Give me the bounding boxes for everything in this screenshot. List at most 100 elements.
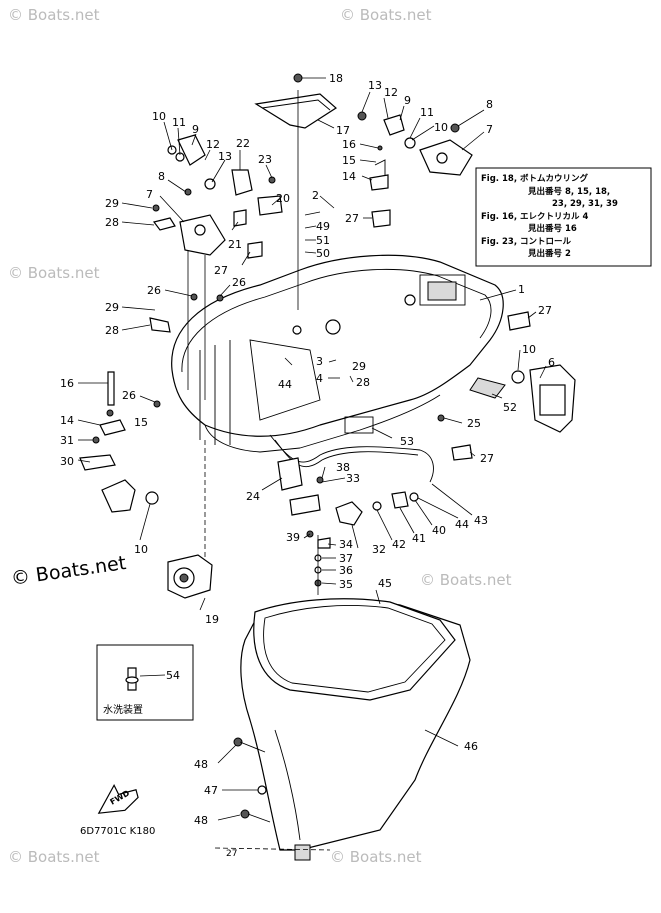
part-number: 47 [204, 784, 218, 797]
ref-line: 見出番号 8, 15, 18, [527, 186, 610, 197]
ref-line: Fig. 18, ボトムカウリング [481, 173, 589, 184]
part-number: 33 [346, 472, 360, 485]
part-number: 28 [356, 376, 370, 389]
part-number: 52 [503, 401, 517, 414]
watermark: © Boats.net [8, 264, 100, 282]
part-number: 11 [172, 116, 186, 129]
part-number: 17 [336, 124, 350, 137]
part-number: 32 [372, 543, 386, 556]
ref-line: 見出番号 16 [527, 223, 577, 234]
part-number: 14 [60, 414, 74, 427]
part-number: 48 [194, 758, 208, 771]
part-number: 53 [400, 435, 414, 448]
part-number: 7 [146, 188, 153, 201]
part-number: 8 [158, 170, 165, 183]
part-number: 21 [228, 238, 242, 251]
part-number: 22 [236, 137, 250, 150]
part-number: 2 [312, 189, 319, 202]
part-number: 14 [342, 170, 356, 183]
part-number: 44 [455, 518, 469, 531]
part-number: 39 [286, 531, 300, 544]
right-bracket-group [357, 111, 473, 228]
part-number: 45 [378, 577, 392, 590]
part-number: 10 [522, 343, 536, 356]
reference-box: Fig. 18, ボトムカウリング 見出番号 8, 15, 18, 23, 29… [475, 167, 652, 267]
part-number: 13 [368, 79, 382, 92]
ref-line: 見出番号 2 [527, 248, 571, 259]
part-number: 27 [538, 304, 552, 317]
part-number: 29 [105, 301, 119, 314]
left-side-parts [79, 293, 224, 513]
part-number: 26 [122, 389, 136, 402]
part-number: 7 [486, 123, 493, 136]
lower-screws [233, 737, 271, 823]
part-number: 9 [404, 94, 411, 107]
part-19 [167, 440, 213, 599]
part-number: 27 [480, 452, 494, 465]
part-number: 1 [518, 283, 525, 296]
part-number: 28 [105, 324, 119, 337]
part-number: 29 [352, 360, 366, 373]
ref-line: Fig. 23, コントロール [481, 237, 572, 247]
part-number: 23 [258, 153, 272, 166]
part-number: 25 [467, 417, 481, 430]
bracket-17 [254, 73, 337, 310]
part-number: 15 [134, 416, 148, 429]
part-number: 30 [60, 455, 74, 468]
part-number: 13 [218, 150, 232, 163]
leader-lines [77, 77, 547, 821]
bottom-cowling [171, 254, 504, 453]
part-number: 49 [316, 220, 330, 233]
part-number: 42 [392, 538, 406, 551]
part-number: 9 [192, 123, 199, 136]
right-side-parts [437, 311, 576, 461]
part-number: 24 [246, 490, 260, 503]
part-number-54: 54 [166, 669, 180, 682]
part-number: 35 [339, 578, 353, 591]
fwd-arrow: FWD [97, 783, 139, 814]
hose-assembly [269, 434, 434, 595]
part-number: 18 [329, 72, 343, 85]
part-number: 40 [432, 524, 446, 537]
part-number: 16 [60, 377, 74, 390]
watermark: © Boats.net [330, 848, 422, 866]
part-number: 15 [342, 154, 356, 167]
part-number: 12 [206, 138, 220, 151]
part-number: 43 [474, 514, 488, 527]
part-number: 12 [384, 86, 398, 99]
part-number: 11 [420, 106, 434, 119]
part-number: 26 [147, 284, 161, 297]
part-number: 10 [152, 110, 166, 123]
ref-line: Fig. 16, エレクトリカル 4 [481, 211, 588, 222]
part-number: 41 [412, 532, 426, 545]
part-number: 27 [214, 264, 228, 277]
watermark-large: © Boats.net [10, 552, 128, 590]
inset-box: 54 水洗装置 [96, 644, 194, 721]
part-number: 16 [342, 138, 356, 151]
left-bracket-group [152, 134, 283, 400]
inset-label: 水洗装置 [103, 703, 143, 716]
part-number: 19 [205, 613, 219, 626]
part-number: 3 [316, 355, 323, 368]
watermark: © Boats.net [420, 571, 512, 589]
part-number: 50 [316, 247, 330, 260]
part-number: 27 [345, 212, 359, 225]
part-number: 51 [316, 234, 330, 247]
part-number: 34 [339, 538, 353, 551]
part-labels: 18 17 10 11 9 12 13 22 23 20 21 8 7 29 2… [60, 72, 555, 859]
lower-cowling [214, 598, 471, 861]
part-number: 10 [134, 543, 148, 556]
part-number: 44 [278, 378, 292, 391]
part-number: 37 [339, 552, 353, 565]
part-number: 29 [105, 197, 119, 210]
part-number: 20 [276, 192, 290, 205]
drawing-code: 6D7701C K180 [80, 826, 155, 837]
part-number: 27 [226, 849, 237, 859]
watermark: © Boats.net [8, 848, 100, 866]
part-number: 8 [486, 98, 493, 111]
part-number: 48 [194, 814, 208, 827]
part-number: 10 [434, 121, 448, 134]
part-number: 38 [336, 461, 350, 474]
ref-line: 23, 29, 31, 39 [552, 199, 618, 209]
